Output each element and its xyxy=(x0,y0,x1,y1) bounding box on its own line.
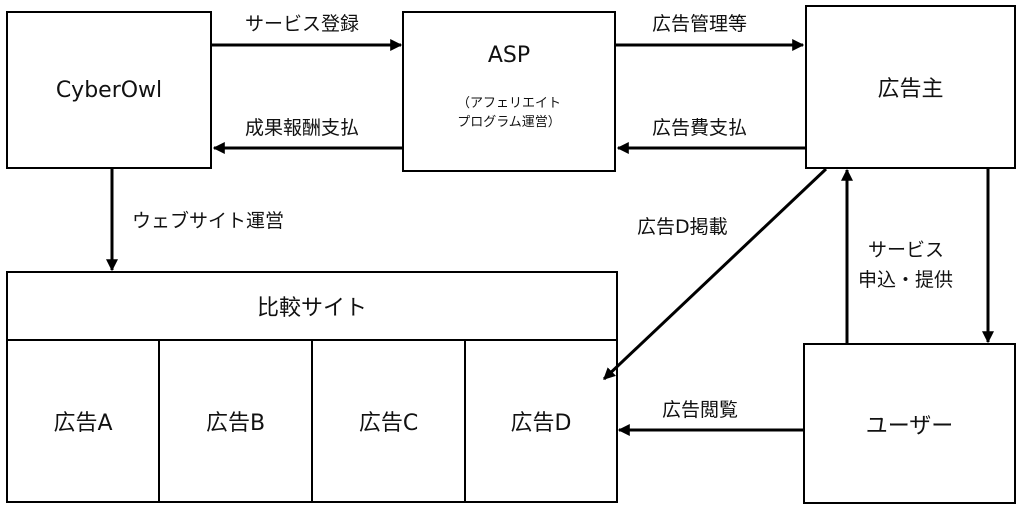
asp-sub-line1: （アフェリエイト xyxy=(456,96,561,111)
service-apply-label-line2: 申込・提供 xyxy=(858,269,954,291)
ad-a-label: 広告A xyxy=(53,411,113,436)
ad-d-label: 広告D xyxy=(510,411,572,436)
website-operation-label: ウェブサイト運営 xyxy=(132,210,285,232)
service-apply-label-line1: サービス xyxy=(868,239,945,261)
asp-node: ASP （アフェリエイト プログラム運営） xyxy=(402,11,616,172)
reward-payment-label: 成果報酬支払 xyxy=(245,117,360,139)
ad-a-cell: 広告A xyxy=(6,339,160,503)
ad-b-label: 広告B xyxy=(205,411,266,436)
comparison-site-header: 比較サイト xyxy=(6,271,618,341)
ad-c-cell: 広告C xyxy=(311,339,466,503)
comparison-site-label: 比較サイト xyxy=(256,296,367,321)
ad-d-posting-label: 広告D掲載 xyxy=(637,216,728,238)
ad-d-cell: 広告D xyxy=(464,339,618,503)
ad-management-label: 広告管理等 xyxy=(652,13,748,35)
ad-viewing-label: 広告閲覧 xyxy=(662,399,739,421)
arrow-ad-d-posting xyxy=(602,167,828,381)
advertiser-node: 広告主 xyxy=(805,5,1016,169)
asp-sub-line2: プログラム運営） xyxy=(457,115,561,130)
ad-c-label: 広告C xyxy=(358,411,419,436)
user-node: ユーザー xyxy=(803,343,1016,504)
advertiser-label: 広告主 xyxy=(877,77,944,102)
cyberowl-label: CyberOwl xyxy=(55,77,163,103)
ad-fee-payment-label: 広告費支払 xyxy=(652,117,748,139)
ad-b-cell: 広告B xyxy=(158,339,313,503)
asp-label: ASP xyxy=(487,43,531,68)
service-registration-label: サービス登録 xyxy=(245,13,360,35)
cyberowl-node: CyberOwl xyxy=(6,11,212,169)
user-label: ユーザー xyxy=(865,413,954,439)
